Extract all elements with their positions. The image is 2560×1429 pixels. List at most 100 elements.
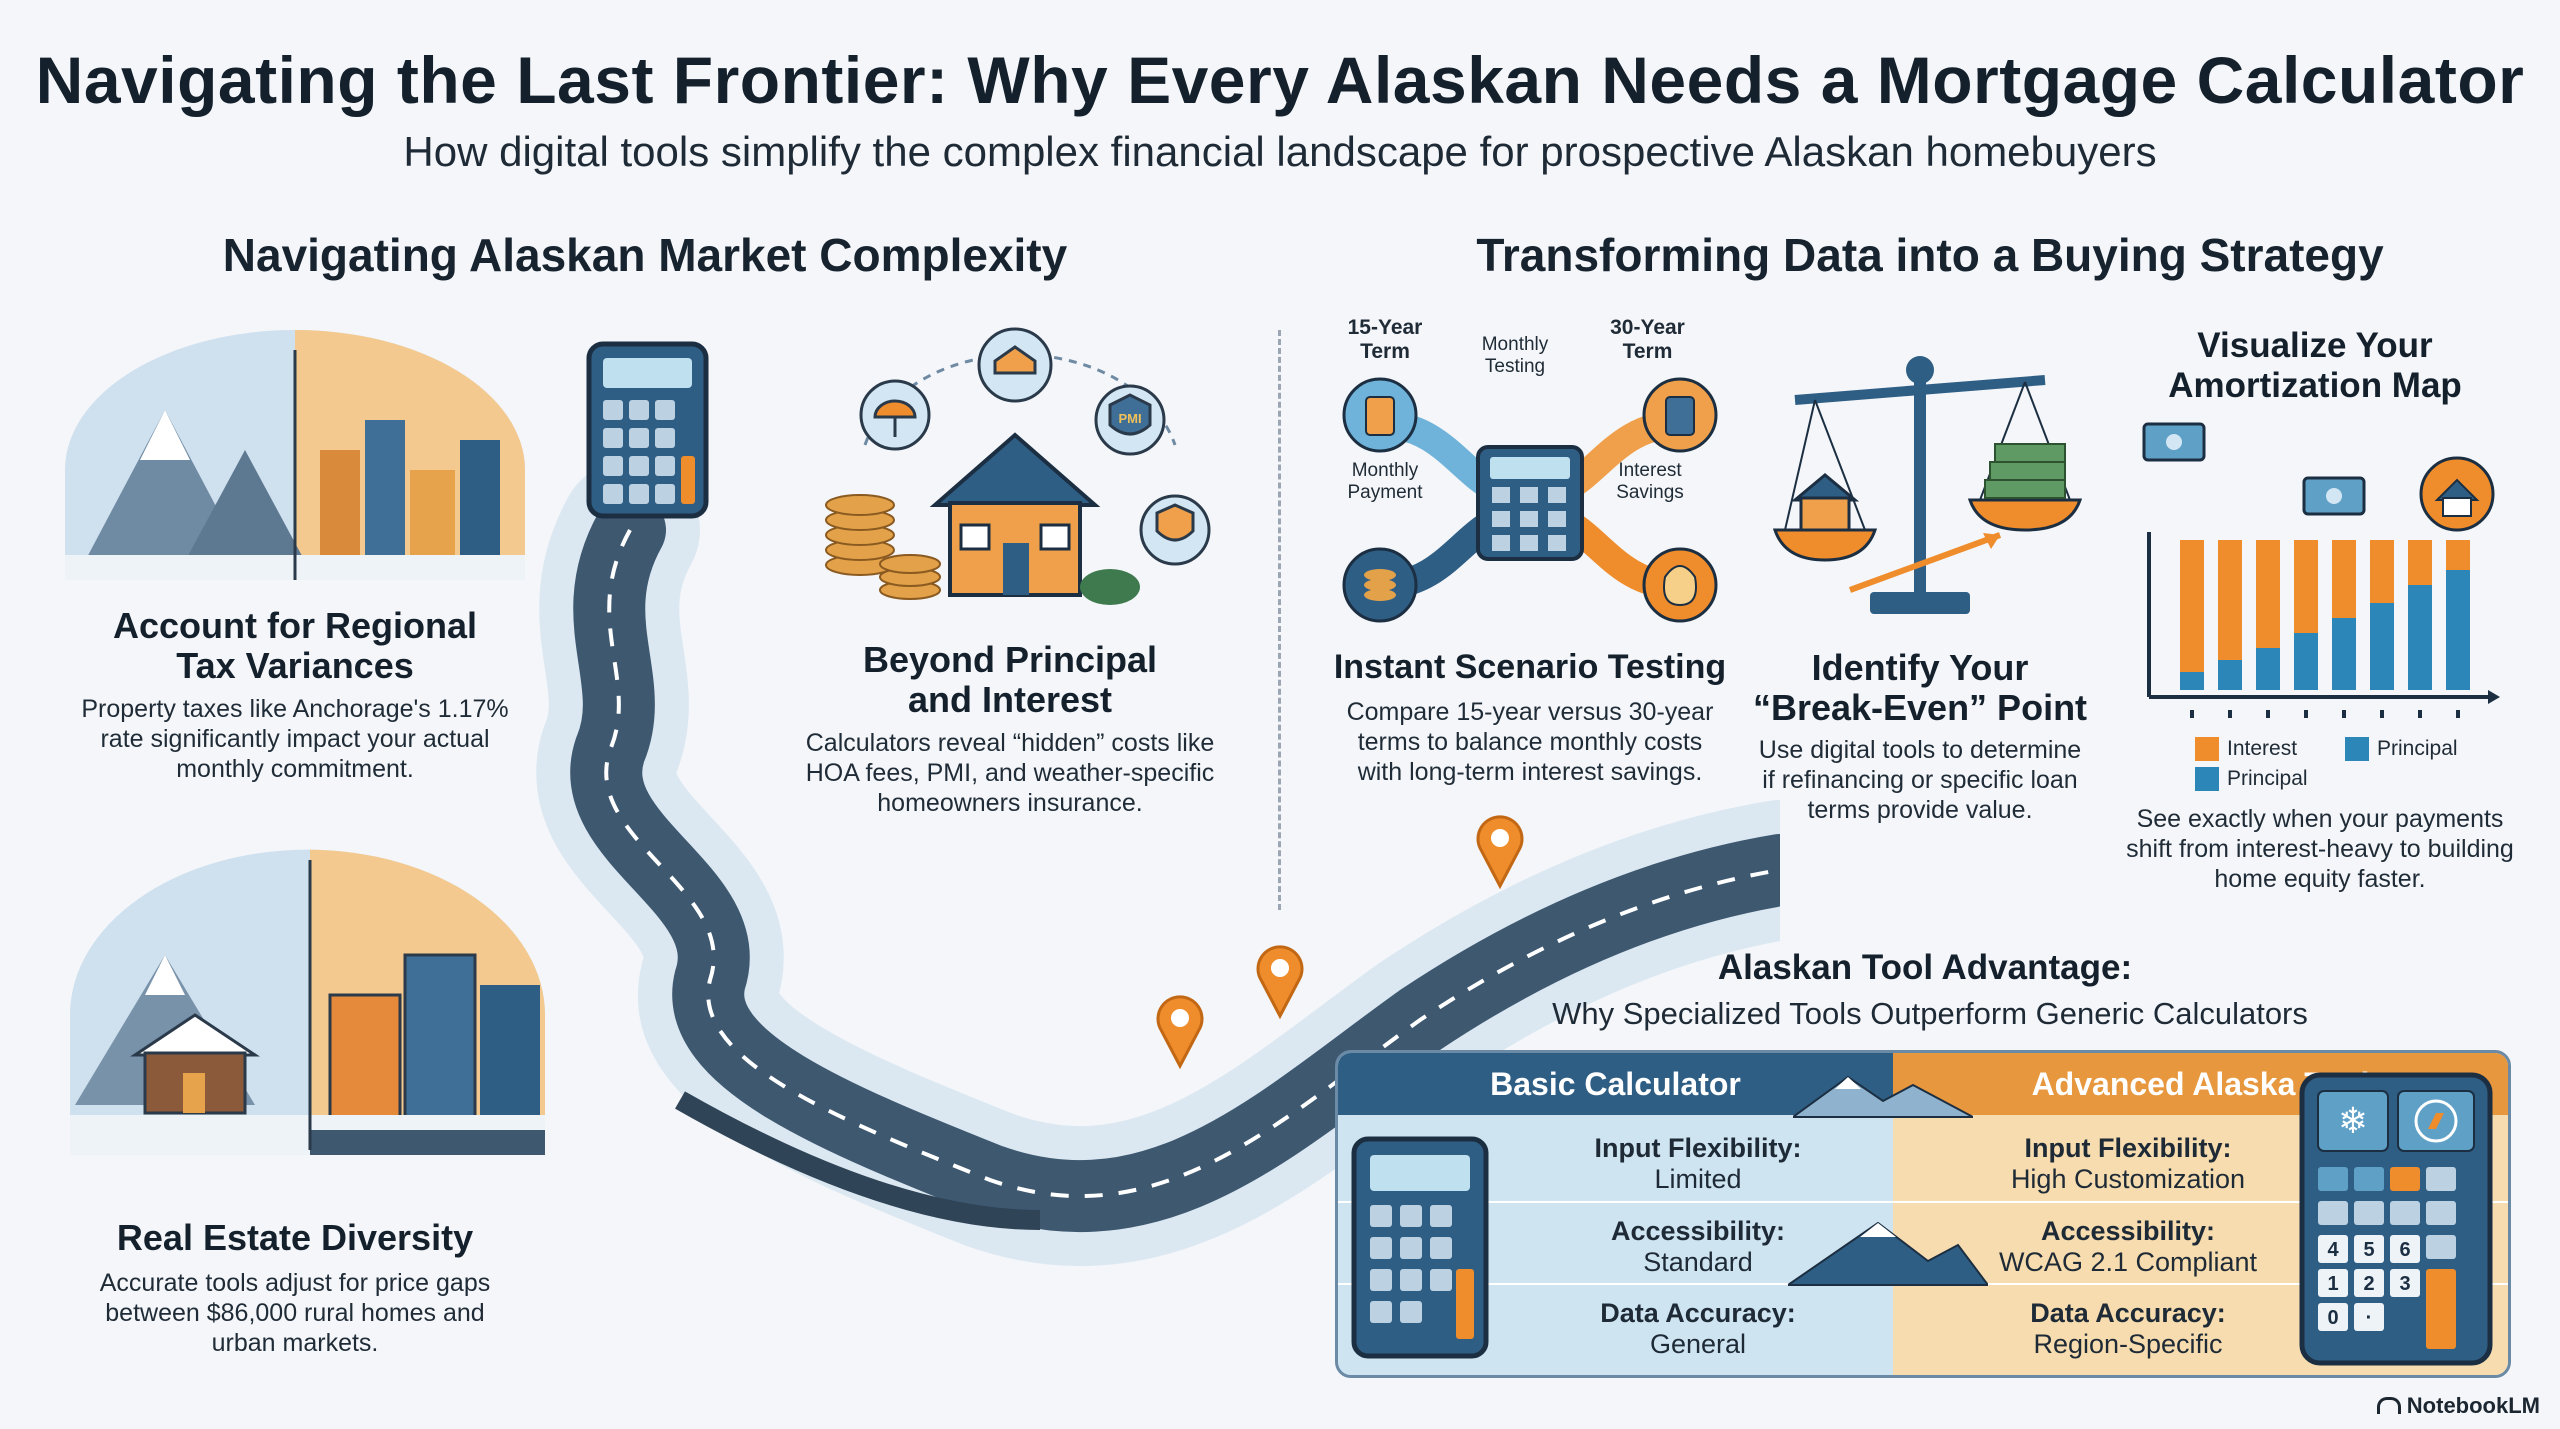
breakeven-body-line2: if refinancing or specific loan [1762, 766, 2078, 794]
amortization-body: See exactly when your payments shift fro… [2110, 804, 2530, 894]
amortization-bar-interest [2332, 540, 2356, 618]
diversity-title: Real Estate Diversity [116, 1217, 474, 1258]
pmi-badge-text: PMI [1118, 411, 1141, 426]
amortization-tick [2418, 710, 2422, 718]
advanced-row-data-value: Region-Specific [2033, 1329, 2223, 1359]
location-pin-icon [1256, 945, 1304, 1020]
keypad-key [2318, 1303, 2348, 1331]
legend-swatch-principal [2345, 737, 2369, 761]
diversity-body-line1: Accurate tools adjust for price gaps [99, 1269, 491, 1297]
left-section-heading: Navigating Alaskan Market Complexity [222, 229, 1068, 281]
balance-scale-illustration [1772, 356, 2083, 614]
advanced-row-access: Accessibility: WCAG 2.1 Compliant [1938, 1216, 2318, 1278]
amortization-tick [2342, 710, 2346, 718]
keypad-key [2390, 1235, 2420, 1263]
breakeven-body-line3: terms provide value. [1807, 796, 2033, 824]
amortization-bar-principal [2408, 585, 2432, 690]
advanced-row-data: Data Accuracy: Region-Specific [1938, 1298, 2318, 1360]
notebooklm-credit: NotebookLM [2376, 1393, 2540, 1419]
amortization-tick [2266, 710, 2270, 718]
legend-principal-2: Principal [2227, 767, 2308, 790]
amortization-tick [2304, 710, 2308, 718]
breakeven-body: Use digital tools to determine if refina… [1720, 735, 2120, 825]
label-15-line2: Term [1360, 340, 1410, 363]
basic-row-access: Accessibility: Standard [1508, 1216, 1888, 1278]
tool-advantage-title: Alaskan Tool Advantage: [1717, 948, 2133, 987]
label-monthly-payment-line1: Monthly [1351, 460, 1419, 481]
right-section-heading: Transforming Data into a Buying Strategy [1476, 229, 2384, 281]
beyond-body-line1: Calculators reveal “hidden” costs like [805, 729, 1215, 757]
beyond-title-line2: and Interest [907, 679, 1113, 720]
tax-body: Property taxes like Anchorage's 1.17% ra… [50, 694, 540, 784]
amortization-body-line3: home equity faster. [2214, 865, 2426, 893]
tool-advantage-subtitle: Why Specialized Tools Outperform Generic… [1552, 996, 2308, 1031]
basic-row-input-label: Input Flexibility: [1594, 1133, 1802, 1163]
amortization-tick [2190, 710, 2194, 718]
breakeven-body-line1: Use digital tools to determine [1758, 736, 2082, 764]
label-monthly-testing-line1: Monthly [1481, 334, 1549, 355]
basic-row-input-value: Limited [1654, 1164, 1742, 1194]
diversity-body-line3: urban markets. [211, 1329, 379, 1357]
beyond-body: Calculators reveal “hidden” costs like H… [770, 728, 1250, 818]
legend-swatch-interest [2195, 737, 2219, 761]
amortization-bar-principal [2370, 603, 2394, 690]
amortization-chart [2142, 422, 2500, 718]
tax-body-line2: rate significantly impact your actual [100, 725, 490, 753]
tax-body-line1: Property taxes like Anchorage's 1.17% [81, 695, 509, 723]
basic-row-data-value: General [1649, 1329, 1747, 1359]
amortization-body-line1: See exactly when your payments [2136, 805, 2504, 833]
amortization-bar-interest [2446, 540, 2470, 570]
label-15-year: 15-Year Term [1330, 316, 1440, 364]
compass-icon [2414, 1099, 2458, 1143]
amortization-bar-interest [2370, 540, 2394, 603]
scenario-flow-diagram [1342, 377, 1718, 623]
amortization-title-line1: Visualize Your [2197, 326, 2433, 365]
amortization-bar-interest [2408, 540, 2432, 585]
label-monthly-testing: Monthly Testing [1460, 334, 1570, 378]
label-interest-savings-line1: Interest [1618, 460, 1682, 481]
scenario-body-line3: with long-term interest savings. [1357, 758, 1703, 786]
keypad-key [2354, 1269, 2384, 1297]
diversity-body: Accurate tools adjust for price gaps bet… [50, 1268, 540, 1358]
tax-title-line2: Tax Variances [176, 645, 414, 686]
label-15-line1: 15-Year [1347, 316, 1423, 339]
amortization-bar-interest [2218, 540, 2242, 660]
section-divider [1278, 330, 1281, 910]
amortization-title: Visualize Your Amortization Map [2115, 326, 2515, 406]
keypad-key-label: 4 [2327, 1239, 2339, 1261]
row-divider [1338, 1201, 2508, 1203]
credit-text: NotebookLM [2406, 1393, 2540, 1418]
label-interest-savings-line2: Savings [1616, 482, 1684, 503]
amortization-bar-interest [2256, 540, 2280, 648]
label-interest-savings: Interest Savings [1595, 460, 1705, 504]
mountain-city-illustration [65, 330, 525, 580]
advanced-row-data-label: Data Accuracy: [2030, 1298, 2226, 1328]
label-monthly-payment: Monthly Payment [1330, 460, 1440, 504]
basic-row-data: Data Accuracy: General [1508, 1298, 1888, 1360]
page-subtitle: How digital tools simplify the complex f… [403, 128, 2157, 175]
keypad-key [2318, 1235, 2348, 1263]
mountain-icon [1793, 1075, 1973, 1118]
label-30-line2: Term [1622, 340, 1673, 363]
house-costs-illustration: PMI [825, 327, 1211, 605]
keypad-key-label: 3 [2399, 1273, 2410, 1295]
scenario-title: Instant Scenario Testing [1333, 648, 1727, 686]
amortization-tick [2228, 710, 2232, 718]
label-monthly-payment-line2: Payment [1347, 482, 1423, 503]
advanced-row-input: Input Flexibility: High Customization [1938, 1133, 2318, 1195]
keypad-key-label: 6 [2399, 1239, 2410, 1261]
basic-row-access-value: Standard [1643, 1247, 1753, 1277]
location-pin-icon [1156, 995, 1204, 1070]
tax-body-line3: monthly commitment. [176, 755, 414, 783]
amortization-tick [2380, 710, 2384, 718]
mountain-icon [1788, 1221, 1988, 1286]
keypad-key [2390, 1269, 2420, 1297]
road-illustration [536, 460, 1780, 1267]
label-30-line1: 30-Year [1610, 316, 1685, 339]
keypad-key [2354, 1235, 2384, 1263]
calculator-icon [586, 341, 709, 519]
amortization-tick [2456, 710, 2460, 718]
legend-principal: Principal [2377, 737, 2458, 760]
legend-interest: Interest [2227, 737, 2298, 760]
